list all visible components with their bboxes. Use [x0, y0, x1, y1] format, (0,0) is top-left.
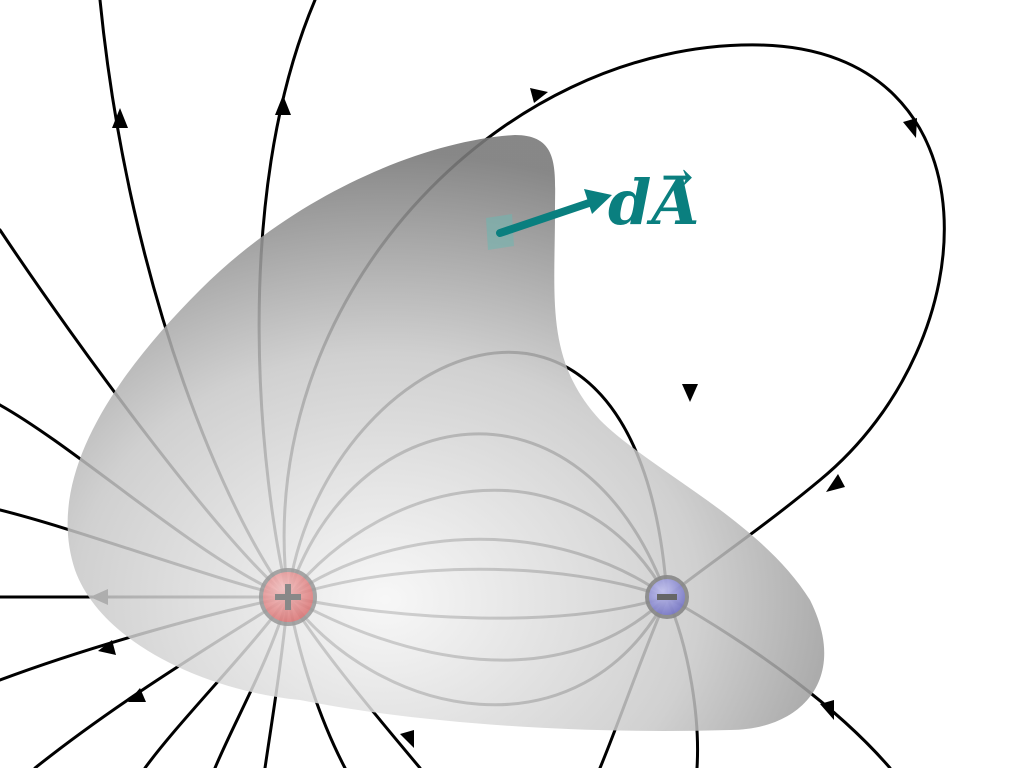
arrowhead — [682, 384, 698, 402]
arrowhead — [820, 700, 834, 720]
field-arrowheads — [90, 88, 917, 748]
arrowhead — [112, 108, 128, 128]
arrowhead — [530, 88, 548, 103]
negative-charge — [645, 575, 689, 619]
arrowhead — [826, 474, 845, 492]
vector-arrow-mark: → — [661, 154, 694, 199]
arrowhead — [903, 118, 917, 138]
arrowhead — [98, 640, 116, 655]
area-element — [486, 189, 612, 250]
area-vector-arrow — [496, 198, 596, 237]
arrowhead — [400, 730, 414, 748]
gaussian-surface — [67, 135, 825, 731]
arrowhead — [128, 688, 146, 702]
label-d: d — [608, 166, 652, 239]
area-vector-label: dA→ — [608, 154, 700, 239]
positive-charge — [259, 568, 317, 626]
area-vector-arrowhead — [584, 189, 612, 214]
label-A: A→ — [651, 154, 700, 239]
arrowhead — [275, 95, 291, 115]
